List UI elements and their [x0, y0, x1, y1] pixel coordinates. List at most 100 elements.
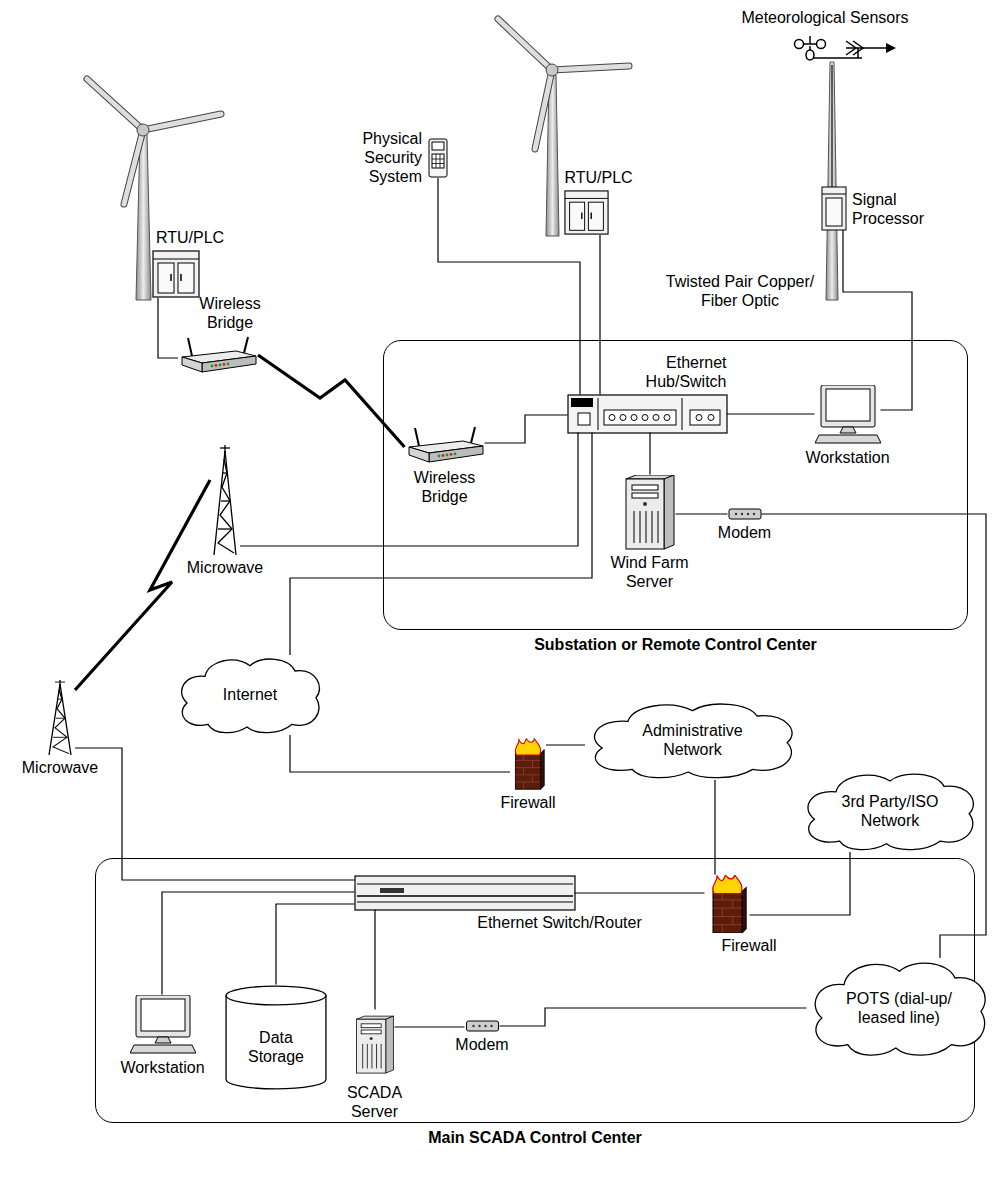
wireless-bridge: Wireless Bridge: [405, 425, 485, 465]
cable-line: [843, 230, 912, 410]
microwave-tower: Microwave: [45, 680, 75, 755]
cable-line: [762, 514, 987, 958]
rtu-plc: RTU/PLC: [152, 250, 200, 298]
region-title: Substation or Remote Control Center: [534, 635, 817, 654]
modem-icon: [467, 1021, 499, 1031]
device-label: RTU/PLC: [564, 168, 632, 187]
server: SCADA Server: [355, 1010, 395, 1080]
site-region: Substation or Remote Control CenterEther…: [383, 340, 968, 630]
network-cloud: Internet: [175, 655, 325, 735]
firewall-icon: [713, 875, 746, 933]
wireless-bridge-icon: [409, 427, 483, 462]
device-label: Microwave: [187, 558, 263, 577]
cable-line: [374, 910, 375, 1010]
cable-line: [276, 904, 355, 985]
device-label: Workstation: [120, 1058, 204, 1077]
keypad-icon: [429, 139, 447, 177]
cable-label: Twisted Pair Copper/ Fiber Optic: [660, 272, 820, 310]
cable-line: [575, 892, 705, 893]
met-mast: [795, 36, 897, 300]
wind-turbine: [498, 19, 629, 236]
microwave-tower: [49, 680, 71, 755]
rtu-cabinet: [565, 191, 608, 234]
cable-line: [546, 744, 585, 745]
cable-line: [395, 1026, 465, 1027]
device-label: RTU/PLC: [156, 228, 224, 247]
server-icon: [357, 1016, 394, 1073]
device-label: Modem: [455, 1035, 508, 1054]
rtu-cabinet: [153, 251, 199, 297]
cloud-outline: [800, 770, 980, 852]
network-cloud: 3rd Party/ISO Network: [800, 770, 980, 852]
signal-processor: Signal Processor: [822, 187, 846, 230]
workstation-icon: [130, 995, 196, 1053]
cable-line: [714, 780, 715, 875]
cable-line: [485, 415, 568, 443]
modem: Modem: [728, 508, 762, 520]
cable-line: [831, 65, 832, 187]
device-label: Ethernet Switch/Router: [477, 913, 642, 932]
network-cloud: POTS (dial-up/ leased line): [807, 958, 992, 1058]
met-sensors: Meteorological Sensors: [795, 30, 895, 65]
cable-line: [649, 433, 650, 475]
modem-icon: [729, 509, 761, 519]
cable-line: [500, 1008, 807, 1026]
wind-turbine: [87, 79, 221, 300]
device-label: Firewall: [500, 793, 555, 812]
firewall-icon: [515, 739, 544, 789]
cable-line: [75, 748, 355, 880]
device-label: Microwave: [22, 758, 98, 777]
shape-label: Data Storage: [236, 1028, 316, 1066]
device-label: Physical Security System: [352, 129, 422, 187]
router-icon: [355, 876, 575, 910]
device-label: Modem: [718, 523, 771, 542]
rtu-plc: RTU/PLC: [563, 190, 610, 235]
device-label: Signal Processor: [852, 189, 942, 227]
ethernet-router: Ethernet Switch/Router: [355, 876, 575, 910]
cable-line: [158, 298, 178, 358]
wireless-link: [75, 480, 210, 690]
firewall: Firewall: [705, 875, 750, 933]
switch-icon: [568, 395, 727, 433]
wireless-bridge-icon: [182, 337, 256, 372]
region-title: Main SCADA Control Center: [428, 1128, 642, 1147]
shape-label: Internet: [223, 685, 277, 704]
signal-processor-box: [822, 187, 846, 230]
device-label: Ethernet Hub/Switch: [607, 353, 727, 391]
device-label: Wireless Bridge: [405, 468, 485, 506]
cable-line: [162, 892, 355, 995]
wireless-bridge: Wireless Bridge: [178, 335, 258, 375]
cable-line: [438, 178, 580, 395]
workstation-icon: [815, 385, 881, 443]
network-cloud: Administrative Network: [585, 700, 800, 780]
microwave-tower: [214, 445, 236, 555]
modem: Modem: [465, 1020, 500, 1032]
shape-label: Administrative Network: [623, 721, 763, 759]
cable-line: [290, 735, 510, 772]
cable-line: [750, 852, 851, 915]
device-label: Wireless Bridge: [190, 294, 270, 332]
device-label: Meteorological Sensors: [741, 8, 908, 27]
cloud-outline: [585, 700, 800, 780]
data-storage: Data Storage: [224, 985, 328, 1090]
workstation: Workstation: [130, 995, 196, 1055]
cable-line: [727, 413, 815, 414]
cable-line: [676, 513, 728, 514]
device-label: Firewall: [721, 936, 776, 955]
shape-label: 3rd Party/ISO Network: [830, 792, 950, 830]
ethernet-switch: Ethernet Hub/Switch: [568, 395, 727, 433]
security-keypad: Physical Security System: [428, 138, 448, 178]
device-label: Workstation: [805, 448, 889, 467]
shape-label: POTS (dial-up/ leased line): [837, 989, 962, 1027]
cable-line: [599, 235, 600, 395]
server: Wind Farm Server: [624, 475, 676, 550]
workstation: Workstation: [815, 385, 881, 445]
cable-line: [290, 433, 592, 656]
firewall: Firewall: [510, 738, 546, 790]
microwave-tower: Microwave: [210, 445, 240, 555]
cable-line: [240, 433, 578, 547]
server-icon: [626, 475, 674, 549]
device-label: Wind Farm Server: [610, 553, 690, 591]
cloud-outline: [807, 958, 992, 1058]
device-label: SCADA Server: [340, 1083, 410, 1121]
